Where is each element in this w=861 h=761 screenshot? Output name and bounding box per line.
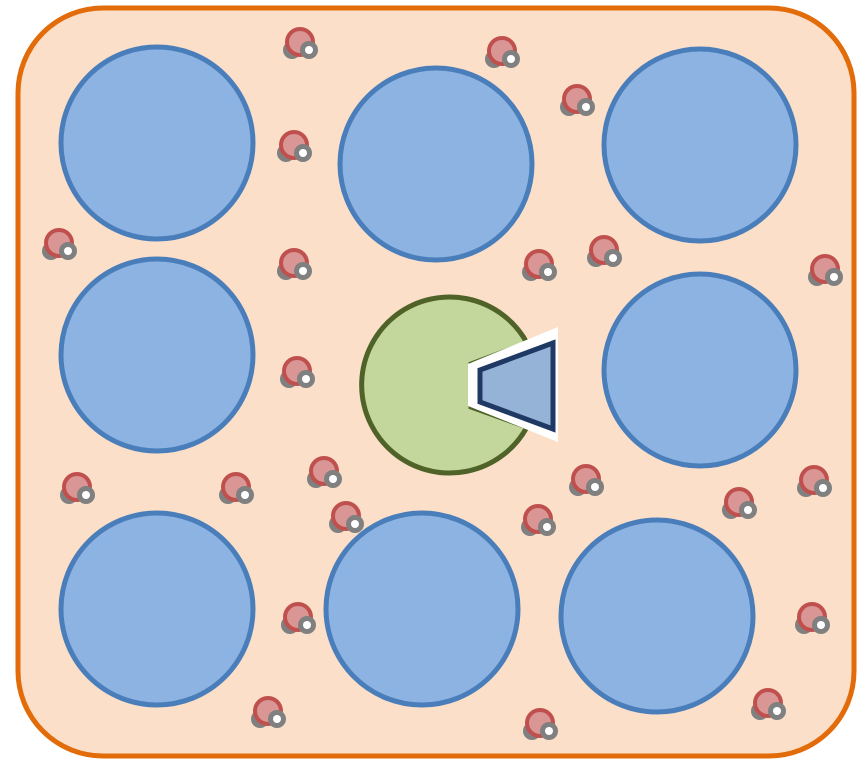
small-molecule <box>569 464 604 496</box>
small-molecule <box>329 501 364 533</box>
pacman-group <box>359 294 558 476</box>
large-circle <box>601 271 799 469</box>
small-molecule <box>281 602 316 634</box>
molecule-ring-center <box>545 727 553 735</box>
small-molecule <box>307 456 342 488</box>
small-molecule <box>521 504 556 536</box>
small-molecule <box>522 249 557 281</box>
molecule-ring-center <box>64 247 72 255</box>
molecule-ring-center <box>507 55 515 63</box>
small-molecule <box>277 130 312 162</box>
molecule-ring-center <box>744 506 752 514</box>
molecule-ring-center <box>305 46 313 54</box>
trapezoid-wedge <box>477 339 556 433</box>
molecule-ring-center <box>351 520 359 528</box>
molecule-ring-center <box>582 103 590 111</box>
molecule-ring-center <box>273 715 281 723</box>
small-molecule <box>485 36 520 68</box>
pacman-shape <box>359 294 531 476</box>
molecule-ring-center <box>303 621 311 629</box>
molecule-ring-center <box>82 491 90 499</box>
molecule-ring-center <box>609 254 617 262</box>
molecule-ring-center <box>241 491 249 499</box>
small-molecule <box>523 708 558 740</box>
large-circle <box>58 256 256 454</box>
small-molecule <box>722 487 757 519</box>
molecule-ring-center <box>819 484 827 492</box>
small-molecule <box>751 688 786 720</box>
molecule-ring-center <box>544 268 552 276</box>
molecule-ring-center <box>591 483 599 491</box>
large-circle <box>58 510 256 708</box>
small-molecule <box>280 356 315 388</box>
molecule-ring-center <box>543 523 551 531</box>
small-molecule <box>560 84 595 116</box>
molecule-ring-center <box>773 707 781 715</box>
small-molecule <box>795 602 830 634</box>
small-molecule <box>797 465 832 497</box>
small-molecule <box>277 248 312 280</box>
small-molecule <box>42 228 77 260</box>
molecule-ring-center <box>299 267 307 275</box>
large-circle <box>323 510 521 708</box>
molecule-ring-center <box>302 375 310 383</box>
molecule-ring-center <box>299 149 307 157</box>
molecule-ring-center <box>329 475 337 483</box>
molecule-ring-center <box>817 621 825 629</box>
small-molecule <box>283 27 318 59</box>
molecule-ring-center <box>830 273 838 281</box>
small-molecule <box>587 235 622 267</box>
large-circle <box>337 65 535 263</box>
large-circle <box>558 517 756 715</box>
small-molecules-group <box>42 27 843 740</box>
small-molecule <box>251 696 286 728</box>
small-molecule <box>808 254 843 286</box>
large-circle <box>58 44 256 242</box>
small-molecule <box>60 472 95 504</box>
large-circles-group <box>58 44 799 715</box>
large-circle <box>601 46 799 244</box>
small-molecule <box>219 472 254 504</box>
